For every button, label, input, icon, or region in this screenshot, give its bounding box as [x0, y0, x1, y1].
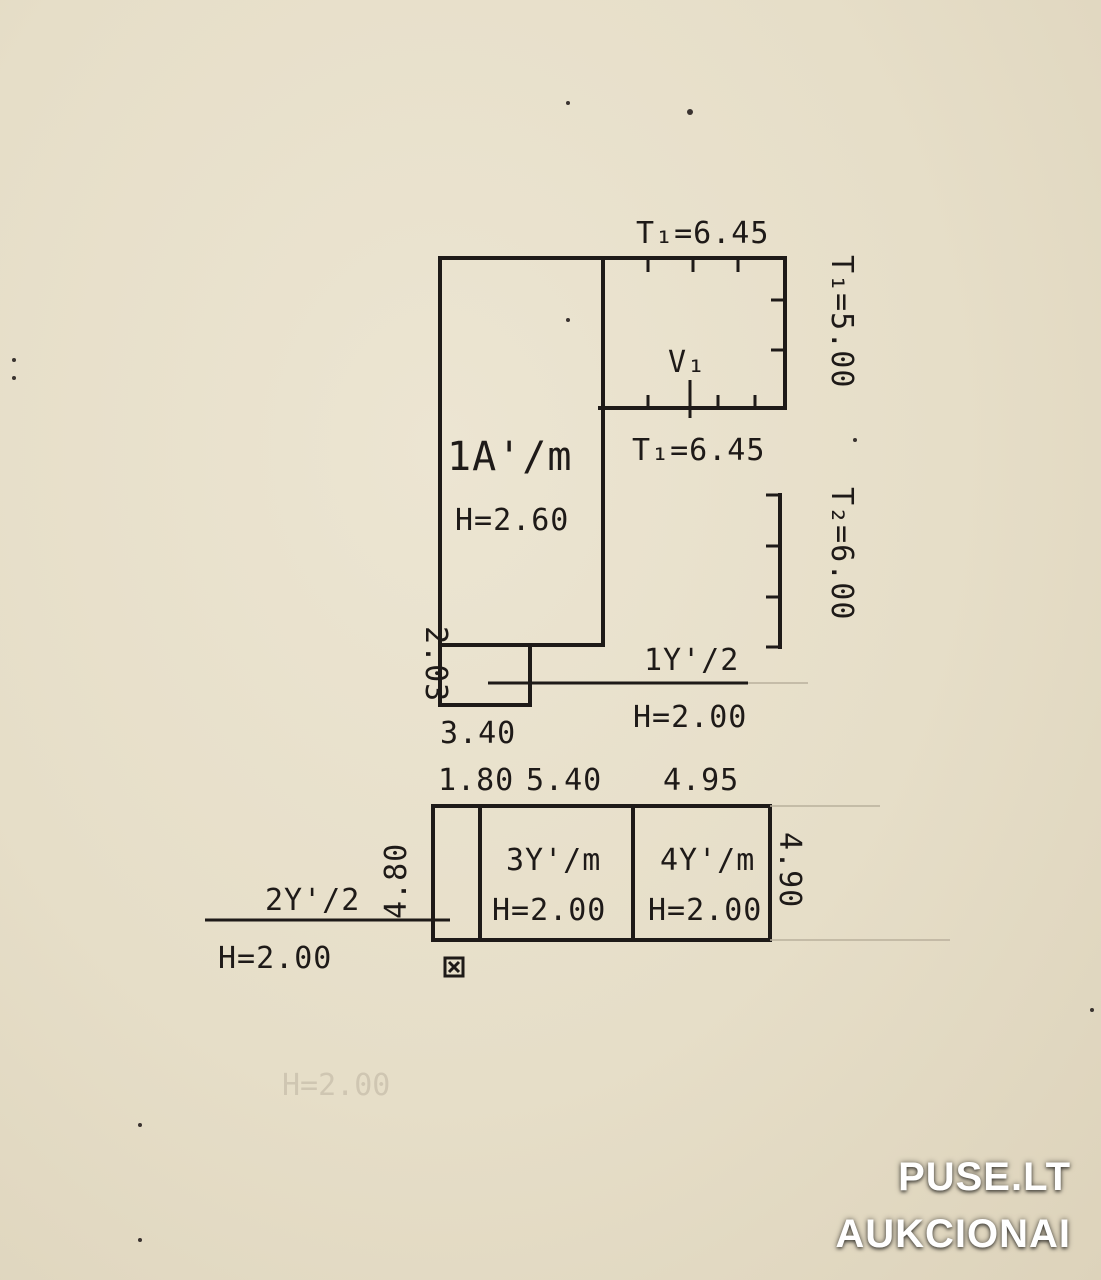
faint-erased-text: H=2.00	[282, 1068, 390, 1103]
room-1y-height: H=2.00	[633, 700, 747, 735]
room-3y-height: H=2.00	[492, 893, 606, 928]
room-1a-code: 1A'/m	[447, 434, 572, 480]
dim-t1-right: T₁=5.00	[824, 255, 859, 388]
dim-4-90: 4.90	[772, 832, 807, 908]
lower-building-outline	[205, 804, 950, 978]
dim-1-80: 1.80	[438, 763, 514, 798]
dim-3-40: 3.40	[440, 716, 516, 751]
room-3y-code: 3Y'/m	[506, 843, 601, 878]
paper-specks	[12, 101, 1094, 1242]
dim-t1-top: T₁=6.45	[636, 216, 769, 251]
watermark-line2: AUKCIONAI	[835, 1212, 1071, 1256]
dim-2-03: 2.03	[418, 626, 453, 702]
dim-t1-mid: T₁=6.45	[632, 433, 765, 468]
room-4y-height: H=2.00	[648, 893, 762, 928]
canopy-structure	[598, 256, 787, 418]
room-4y-code: 4Y'/m	[660, 843, 755, 878]
room-1y-code: 1Y'/2	[644, 643, 739, 678]
room-2y-code: 2Y'/2	[265, 883, 360, 918]
dim-5-40: 5.40	[526, 763, 602, 798]
dim-4-80: 4.80	[379, 843, 414, 919]
dim-t2-right: T₂=6.00	[824, 487, 859, 620]
room-2y-height: H=2.00	[218, 941, 332, 976]
room-1a-height: H=2.60	[455, 503, 569, 538]
upper-building-outline	[438, 256, 808, 707]
fence-t2	[766, 493, 782, 649]
marker-v1: V₁	[668, 345, 706, 380]
dim-4-95: 4.95	[663, 763, 739, 798]
watermark-line1: PUSE.LT	[898, 1155, 1071, 1199]
